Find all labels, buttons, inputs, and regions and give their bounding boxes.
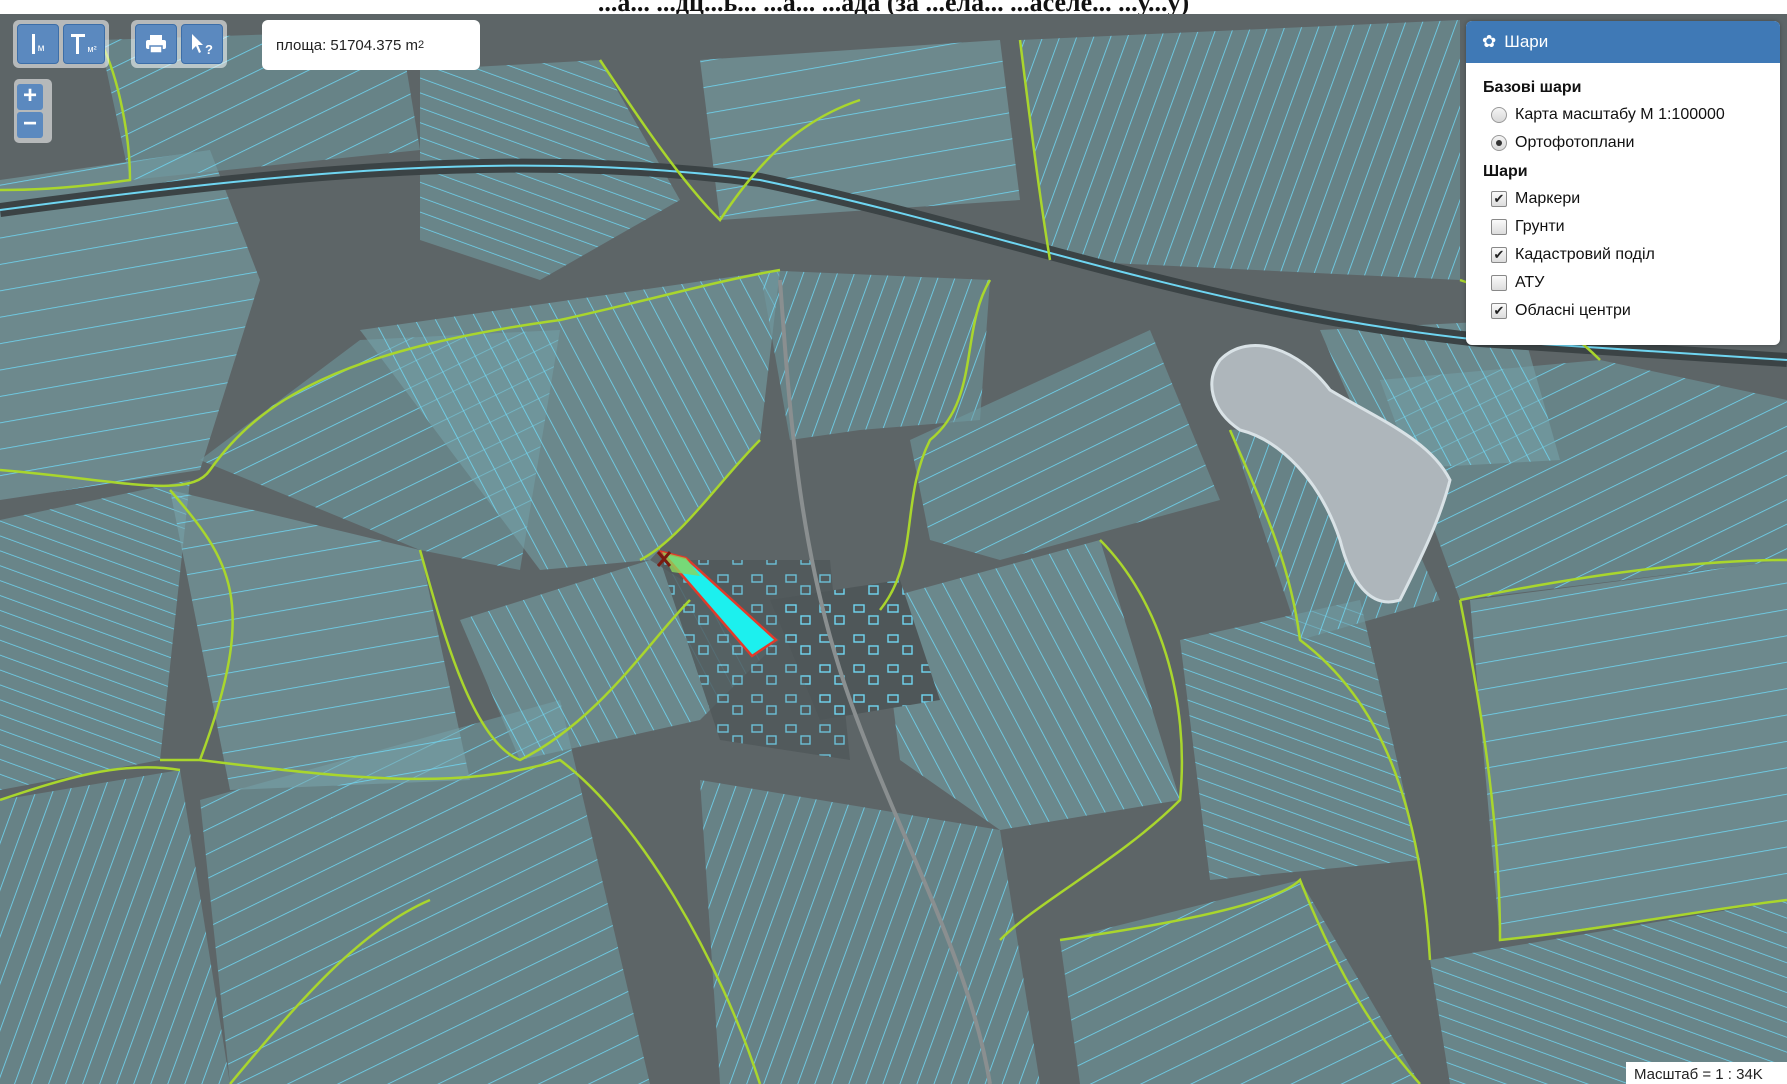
zoom-out-button[interactable]: − [17,112,43,138]
svg-text:?: ? [205,42,213,56]
base-layer-map-100000[interactable]: Карта масштабу М 1:100000 [1483,101,1780,129]
measure-area-button[interactable]: м² [63,24,105,64]
print-button[interactable] [135,24,177,64]
printer-icon [146,35,166,54]
layers-panel-title: Шари [1504,32,1549,51]
layer-soils[interactable]: Грунти [1483,213,1780,241]
checkbox[interactable] [1491,219,1507,235]
area-unit-superscript: 2 [417,39,425,51]
map-scale: Масштаб = 1 : 34K [1626,1062,1787,1084]
gear-icon: ✿ [1482,32,1497,51]
checkbox[interactable]: ✔ [1491,247,1507,263]
measure-toolbar: м м² [13,20,109,68]
base-layers-title: Базові шари [1483,79,1582,96]
pointer-question-icon: ? [192,34,213,56]
map-title: ...а... ...дц...ь... ...а... ...ада (за … [0,0,1787,14]
layers-panel-header[interactable]: ✿ Шари [1466,21,1780,63]
quarry-area [1210,344,1452,604]
identify-button[interactable]: ? [181,24,223,64]
ruler-line-icon: м [31,34,44,54]
layer-cadastral[interactable]: ✔ Кадастровий поділ [1483,241,1780,269]
overlay-layers-title: Шари [1483,163,1528,180]
zoom-control: + − [14,79,52,143]
tools-toolbar: ? [131,20,227,68]
layer-regional-centers[interactable]: ✔ Обласні центри [1483,297,1780,325]
layers-panel: ✿ Шари Базові шари Карта масштабу М 1:10… [1466,21,1780,345]
radio-button[interactable] [1491,135,1507,151]
area-measurement-text: площа: 51704.375 m [276,36,418,54]
measure-line-button[interactable]: м [17,24,59,64]
radio-button[interactable] [1491,107,1507,123]
checkbox[interactable]: ✔ [1491,191,1507,207]
map-title-strip: ...а... ...дц...ь... ...а... ...ада (за … [0,0,1787,14]
layer-markers[interactable]: ✔ Маркери [1483,185,1780,213]
zoom-in-button[interactable]: + [17,84,43,110]
base-layer-orthophoto[interactable]: Ортофотоплани [1483,129,1780,157]
ruler-area-icon: м² [71,34,97,54]
layer-atu[interactable]: АТУ [1483,269,1780,297]
checkbox[interactable]: ✔ [1491,303,1507,319]
checkbox[interactable] [1491,275,1507,291]
parcel-marker-icon[interactable] [656,551,672,567]
